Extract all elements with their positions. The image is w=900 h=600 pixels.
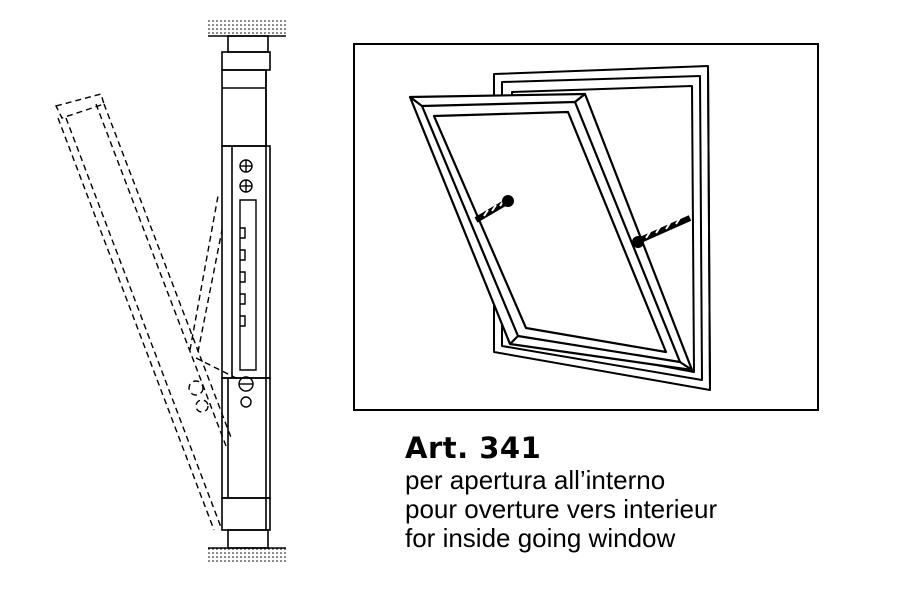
window-frame: [493, 65, 711, 391]
illustration-frame: [353, 43, 819, 411]
description-french: pour overture vers interieur: [405, 494, 718, 524]
wall-bottom: [208, 548, 286, 564]
article-title: Art. 341: [405, 431, 542, 465]
description-italian: per apertura all’interno: [405, 465, 666, 495]
perspective-window: [408, 65, 711, 391]
description-english: for inside going window: [405, 523, 676, 553]
wall-top: [208, 20, 286, 36]
stay-arm: [238, 159, 257, 408]
caption-block: Art. 341 per apertura all’interno pour o…: [405, 430, 865, 553]
fixed-frame: [221, 35, 271, 549]
side-section-drawing: [54, 20, 286, 564]
window-sash: [408, 92, 694, 372]
tilted-sash-dashed: [54, 93, 241, 531]
stays: [474, 195, 692, 248]
